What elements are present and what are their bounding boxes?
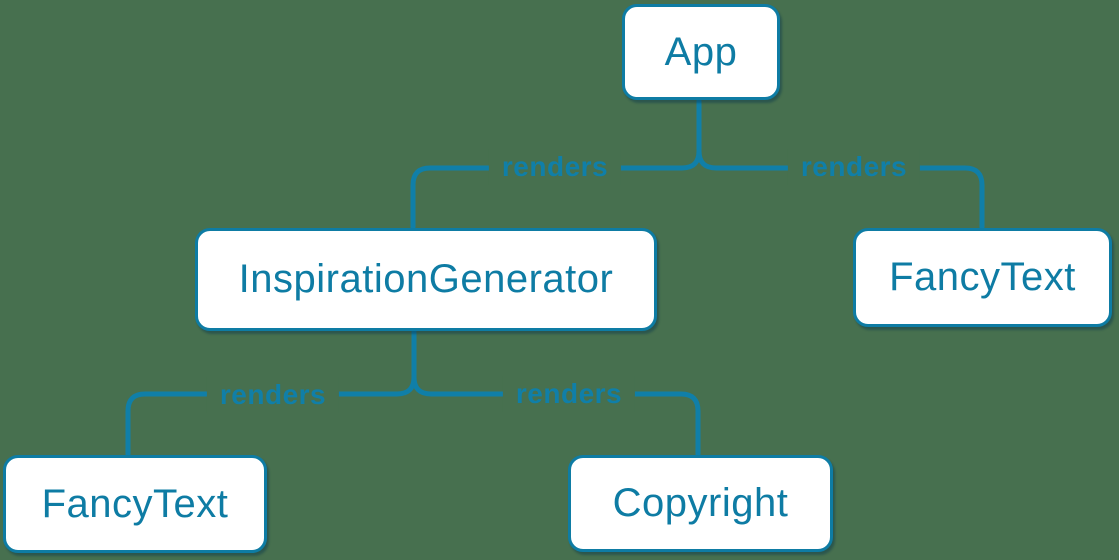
edge-label-renders-4: renders (502, 376, 636, 412)
node-fancytext-right: FancyText (853, 228, 1112, 327)
edge-inspirationgenerator-to-copyright (411, 374, 701, 457)
edge-label-renders-2: renders (787, 149, 921, 185)
edge-label-renders-3: renders (206, 377, 340, 413)
node-copyright: Copyright (568, 455, 833, 552)
edge-label-renders-1: renders (488, 149, 622, 185)
node-fancytext-left: FancyText (3, 455, 267, 553)
node-app: App (622, 4, 780, 100)
edge-app-to-fancytext (696, 148, 985, 230)
node-inspiration-generator: InspirationGenerator (195, 228, 657, 331)
